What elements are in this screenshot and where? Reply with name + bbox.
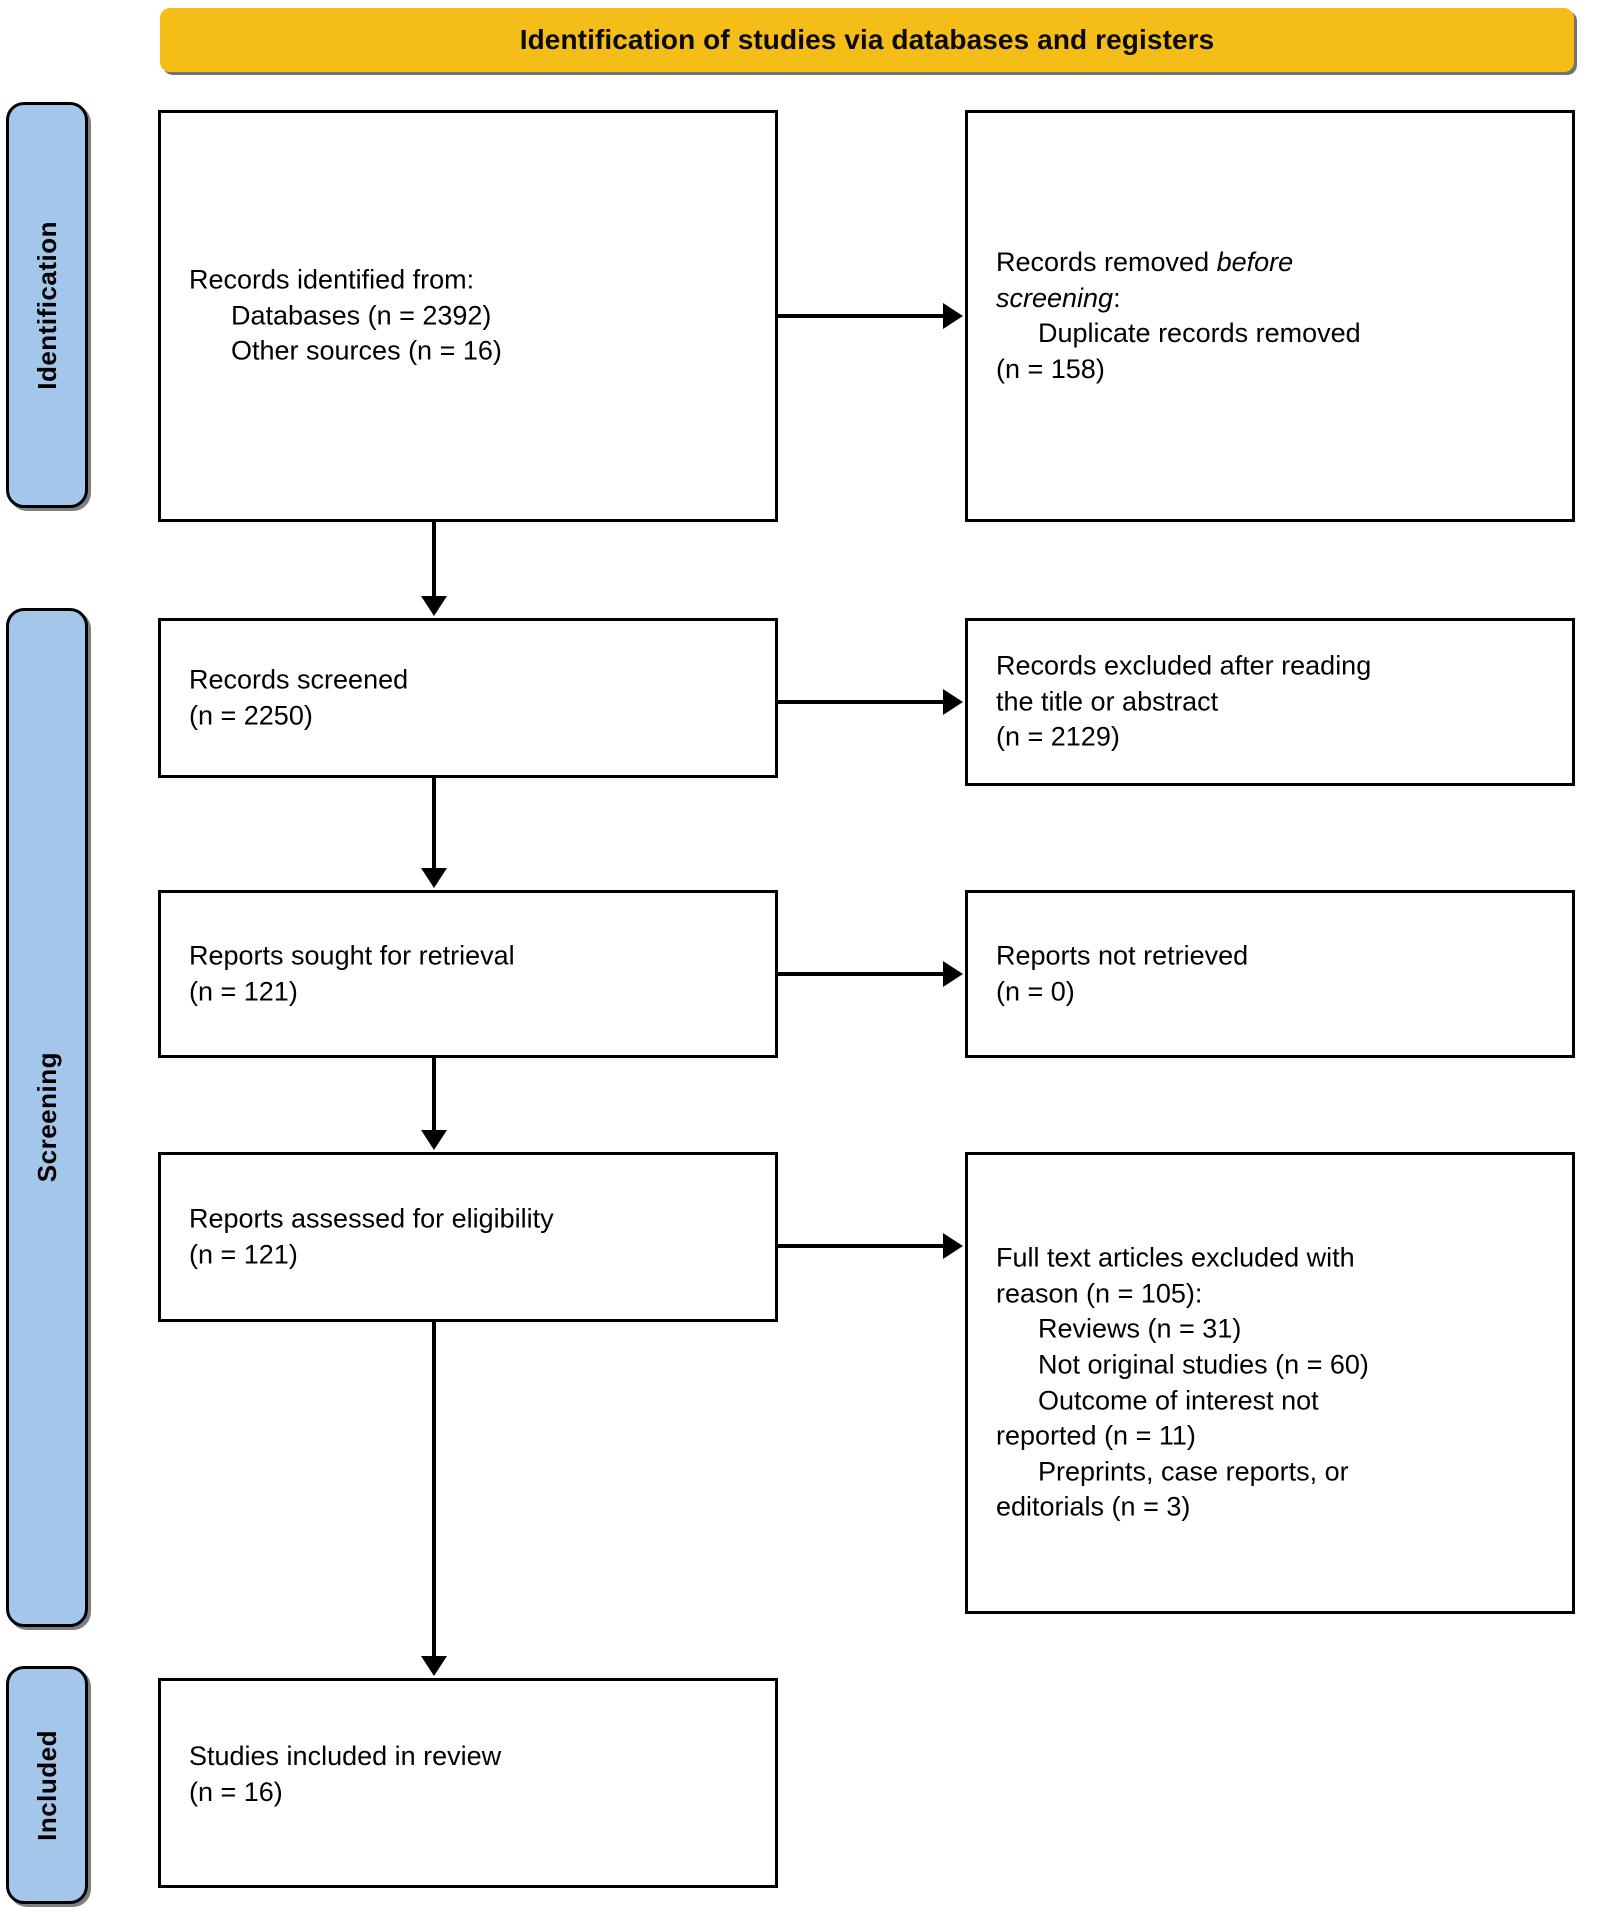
stage-tab-identification-label: Identification xyxy=(31,220,62,390)
arrowhead-sought-to-not-retrieved xyxy=(943,961,963,987)
arrowhead-identified-to-screened xyxy=(421,596,447,616)
records-removed-line-3: Duplicate records removed xyxy=(1038,318,1361,348)
arrowhead-sought-to-assessed xyxy=(421,1130,447,1150)
connector-screened-to-excluded xyxy=(778,700,945,704)
box-records-excluded-text: Records excluded after reading the title… xyxy=(996,649,1558,756)
fulltext-excluded-reason-3-line-1: Outcome of interest not xyxy=(1038,1385,1319,1415)
records-excluded-line-3: (n = 2129) xyxy=(996,721,1120,752)
stage-tab-screening-label: Screening xyxy=(31,1052,62,1183)
arrowhead-screened-to-excluded xyxy=(943,689,963,715)
connector-sought-to-not-retrieved xyxy=(778,972,945,976)
box-reports-assessed: Reports assessed for eligibility (n = 12… xyxy=(158,1152,778,1322)
records-removed-line-2-suffix: : xyxy=(1113,282,1121,313)
box-records-identified-text: Records identified from: Databases (n = … xyxy=(189,263,761,370)
records-screened-line-2: (n = 2250) xyxy=(189,700,313,730)
fulltext-excluded-reason-4-line-2: editorials (n = 3) xyxy=(996,1491,1191,1522)
arrowhead-identified-to-removed xyxy=(943,303,963,329)
fulltext-excluded-reason-4-line-1: Preprints, case reports, or xyxy=(1038,1456,1349,1487)
connector-sought-to-assessed xyxy=(432,1058,436,1130)
diagram-banner: Identification of studies via databases … xyxy=(160,8,1574,72)
box-fulltext-excluded: Full text articles excluded with reason … xyxy=(965,1152,1575,1614)
records-identified-line-2: Databases (n = 2392) xyxy=(231,300,492,331)
records-identified-line-3: Other sources (n = 16) xyxy=(231,335,502,366)
box-reports-not-retrieved: Reports not retrieved (n = 0) xyxy=(965,890,1575,1058)
box-studies-included: Studies included in review (n = 16) xyxy=(158,1678,778,1888)
box-records-removed-text: Records removed before screening: Duplic… xyxy=(996,245,1558,388)
box-records-removed: Records removed before screening: Duplic… xyxy=(965,110,1575,522)
box-records-screened-text: Records screened (n = 2250) xyxy=(189,662,761,733)
reports-sought-line-1: Reports sought for retrieval xyxy=(189,940,515,971)
reports-sought-line-2: (n = 121) xyxy=(189,976,298,1006)
stage-tab-included: Included xyxy=(6,1666,88,1904)
connector-identified-to-screened xyxy=(432,522,436,596)
reports-assessed-line-1: Reports assessed for eligibility xyxy=(189,1203,554,1234)
records-identified-line-1: Records identified from: xyxy=(189,264,475,295)
studies-included-line-2: (n = 16) xyxy=(189,1776,283,1807)
stage-tab-included-label: Included xyxy=(31,1729,62,1841)
reports-not-retrieved-line-2: (n = 0) xyxy=(996,976,1075,1006)
box-records-screened: Records screened (n = 2250) xyxy=(158,618,778,778)
records-removed-line-1: Records removed before xyxy=(996,245,1558,281)
records-excluded-line-1: Records excluded after reading xyxy=(996,650,1372,681)
fulltext-excluded-reason-3-line-2: reported (n = 11) xyxy=(996,1420,1196,1451)
box-fulltext-excluded-text: Full text articles excluded with reason … xyxy=(996,1241,1558,1526)
records-removed-line-2: screening: xyxy=(996,280,1558,316)
box-studies-included-text: Studies included in review (n = 16) xyxy=(189,1739,761,1810)
records-screened-line-1: Records screened xyxy=(189,664,409,695)
connector-screened-to-sought xyxy=(432,778,436,868)
records-removed-line-4: (n = 158) xyxy=(996,353,1105,384)
fulltext-excluded-reason-2: Not original studies (n = 60) xyxy=(1038,1349,1369,1380)
box-reports-sought: Reports sought for retrieval (n = 121) xyxy=(158,890,778,1058)
reports-not-retrieved-line-1: Reports not retrieved xyxy=(996,940,1249,971)
fulltext-excluded-reason-1: Reviews (n = 31) xyxy=(1038,1313,1242,1344)
connector-assessed-to-fulltext-excluded xyxy=(778,1244,945,1248)
connector-assessed-to-included xyxy=(432,1322,436,1656)
records-removed-line-2-emphasis: screening xyxy=(996,282,1114,313)
arrowhead-screened-to-sought xyxy=(421,868,447,888)
banner-title: Identification of studies via databases … xyxy=(519,24,1215,55)
records-removed-line-1-prefix: Records removed xyxy=(996,246,1217,277)
stage-tab-identification: Identification xyxy=(6,102,88,508)
box-reports-sought-text: Reports sought for retrieval (n = 121) xyxy=(189,938,761,1009)
fulltext-excluded-line-2: reason (n = 105): xyxy=(996,1278,1203,1309)
box-reports-assessed-text: Reports assessed for eligibility (n = 12… xyxy=(189,1201,761,1272)
box-records-excluded: Records excluded after reading the title… xyxy=(965,618,1575,786)
reports-assessed-line-2: (n = 121) xyxy=(189,1239,298,1269)
arrowhead-assessed-to-fulltext-excluded xyxy=(943,1233,963,1259)
box-records-identified: Records identified from: Databases (n = … xyxy=(158,110,778,522)
stage-tab-screening: Screening xyxy=(6,608,88,1627)
connector-identified-to-removed xyxy=(778,314,945,318)
arrowhead-assessed-to-included xyxy=(421,1656,447,1676)
records-excluded-line-2: the title or abstract xyxy=(996,686,1219,717)
studies-included-line-1: Studies included in review xyxy=(189,1741,502,1771)
records-removed-line-1-emphasis: before xyxy=(1216,246,1294,277)
box-reports-not-retrieved-text: Reports not retrieved (n = 0) xyxy=(996,938,1558,1009)
fulltext-excluded-line-1: Full text articles excluded with xyxy=(996,1242,1355,1273)
